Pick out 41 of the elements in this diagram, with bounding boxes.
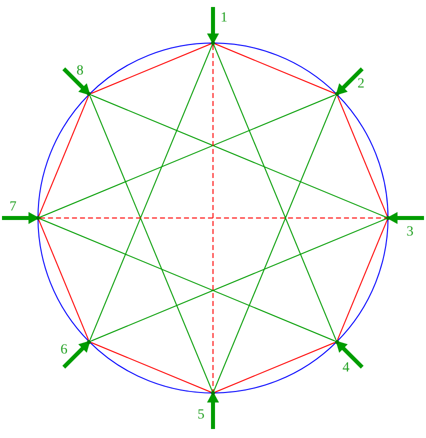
star-line <box>213 96 336 392</box>
star-line <box>213 44 336 340</box>
star-line <box>90 96 213 392</box>
star-line <box>39 94 336 218</box>
arrow <box>207 392 219 429</box>
octagon-side <box>214 43 336 94</box>
star-line <box>90 44 213 340</box>
octagon-side <box>337 96 388 217</box>
arrow <box>386 212 424 224</box>
octagon-side <box>38 96 89 217</box>
arrow <box>336 67 364 96</box>
arrow <box>336 340 364 369</box>
vertex-number: 3 <box>406 224 414 240</box>
vertex-number: 7 <box>10 200 16 214</box>
vertex-number: 5 <box>198 408 204 422</box>
arrow <box>2 212 40 224</box>
vertex-dot <box>87 340 92 344</box>
octagon-side <box>214 342 336 393</box>
octagon-side <box>337 219 388 340</box>
vertex-dot <box>211 391 215 395</box>
octagon-side <box>90 43 212 94</box>
vertex-dot <box>87 92 92 96</box>
vertex-number: 4 <box>342 360 350 376</box>
vertex-dot <box>211 41 215 45</box>
vertex-number: 1 <box>220 10 228 26</box>
star-line <box>90 94 387 218</box>
vertex-dot <box>334 92 339 96</box>
star-line <box>39 218 336 342</box>
arrow <box>62 340 90 369</box>
star-line <box>90 218 387 342</box>
arrow <box>207 7 219 44</box>
vertex-dot <box>386 216 390 220</box>
vertex-dot <box>36 216 40 220</box>
arrow <box>62 67 90 96</box>
vertex-dot <box>334 340 339 344</box>
octagon-side <box>90 342 212 393</box>
vertex-number: 8 <box>76 64 84 78</box>
octagon-side <box>38 219 89 340</box>
vertex-number: 2 <box>358 76 364 92</box>
vertex-number: 6 <box>60 342 68 358</box>
dashed-line <box>212 44 214 392</box>
